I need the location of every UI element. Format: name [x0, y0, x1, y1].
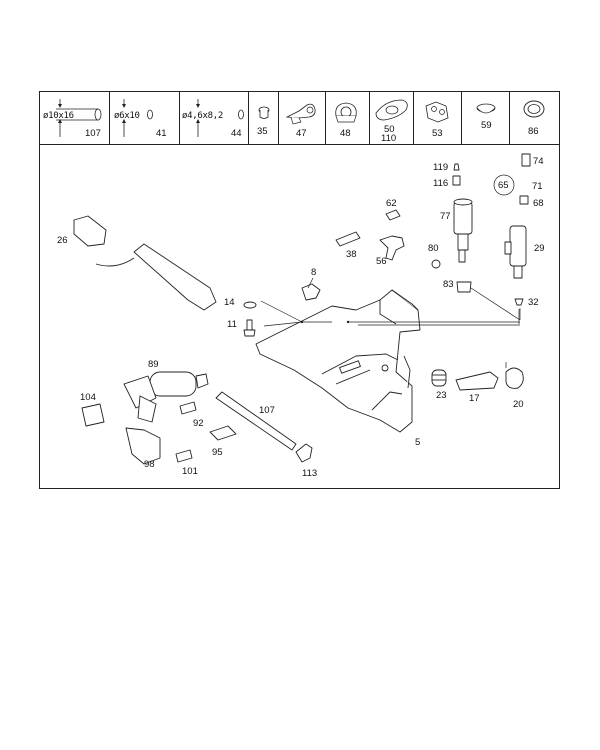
- callout-95: 95: [212, 447, 223, 458]
- part-119: [453, 163, 460, 171]
- cover-104: [81, 403, 105, 427]
- callout-89: 89: [148, 359, 159, 370]
- callout-104: 104: [80, 392, 96, 403]
- callout-98: 98: [144, 459, 155, 470]
- holder-clip-icon: [425, 101, 449, 123]
- hose-size-icon: [56, 99, 102, 137]
- strip-cell-41: ø6x10 41: [110, 92, 180, 144]
- hose-107: [215, 391, 297, 451]
- strip-cell-44: ø4,6x8,2 44: [180, 92, 249, 144]
- callout-56: 56: [376, 256, 387, 267]
- callout-80: 80: [428, 243, 439, 254]
- clip-95: [209, 425, 237, 441]
- t-connector-56: [379, 235, 405, 261]
- callout-65: 65: [498, 180, 509, 191]
- callout-77: 77: [440, 211, 451, 222]
- small-parts-strip: ø10x16 107 ø6x10 41: [40, 92, 559, 145]
- strip-cell-47: 47: [279, 92, 326, 144]
- part-number: 107: [85, 128, 101, 139]
- seal-80: [431, 259, 441, 269]
- callout-74: 74: [533, 156, 544, 167]
- callout-71: 71: [532, 181, 543, 192]
- hose-17: [455, 371, 499, 391]
- headlamp-washer-pump-89: [123, 371, 209, 423]
- washer-pump-29: [504, 225, 527, 279]
- part-116: [452, 175, 461, 186]
- dimension-label: ø4,6x8,2: [182, 111, 223, 121]
- seal-ring-20: [505, 367, 524, 389]
- callout-32: 32: [528, 297, 539, 308]
- callout-5: 5: [415, 437, 421, 448]
- screw-92: [179, 401, 197, 415]
- strip-cell-48: 48: [326, 92, 370, 144]
- callout-107: 107: [259, 405, 275, 416]
- strip-cell-86: 86: [510, 92, 559, 144]
- part-number: 44: [231, 128, 242, 139]
- strip-cell-35: 35: [249, 92, 279, 144]
- callout-29: 29: [534, 243, 545, 254]
- callout-23: 23: [436, 390, 447, 401]
- hose-clip-icon: [285, 103, 316, 125]
- headlamp-nozzle-arm-26: [73, 215, 217, 311]
- spring-23: [431, 369, 447, 387]
- callout-92: 92: [193, 418, 204, 429]
- part-number: 48: [340, 128, 351, 139]
- part-number: 59: [481, 120, 492, 131]
- part-number: 41: [156, 128, 167, 139]
- callout-11: 11: [227, 319, 237, 330]
- washer-system-exploded-view: [73, 153, 531, 465]
- sensor-74: [521, 153, 531, 167]
- callout-101: 101: [182, 466, 198, 477]
- part-number-alt: 110: [381, 133, 397, 144]
- connector-38: [335, 231, 361, 247]
- grommet-83: [456, 281, 472, 293]
- strip-cell-107: ø10x16 107: [40, 92, 110, 144]
- dimension-label: ø6x10: [114, 111, 140, 121]
- connector-62: [385, 209, 401, 221]
- part-number: 47: [296, 128, 307, 139]
- hose-clamp-icon: [335, 102, 357, 123]
- callout-113: 113: [302, 468, 318, 479]
- hose-size-icon: [122, 99, 153, 137]
- callout-20: 20: [513, 399, 524, 410]
- elbow-connector-113: [295, 443, 313, 463]
- part-number: 86: [528, 126, 539, 137]
- callout-62: 62: [386, 198, 397, 209]
- callout-14: 14: [224, 297, 235, 308]
- strip-cell-53: 53: [414, 92, 462, 144]
- strip-cell-59: 59: [462, 92, 510, 144]
- cable-tie-icon: [375, 99, 408, 121]
- washer-14: [243, 301, 257, 309]
- grommet-icon: [476, 103, 496, 114]
- callout-83: 83: [443, 279, 454, 290]
- bracket-98: [125, 427, 161, 465]
- callout-68: 68: [533, 198, 544, 209]
- washer-pump-77: [453, 198, 473, 263]
- callout-119: 119: [433, 162, 449, 173]
- part-number: 35: [257, 126, 268, 137]
- hose-size-icon: [196, 99, 244, 137]
- plug-icon: [258, 106, 270, 119]
- bracket-8: [301, 283, 321, 301]
- screw-11: [243, 319, 256, 337]
- callout-26: 26: [57, 235, 68, 246]
- grommet-32: [514, 298, 524, 306]
- part-number: 53: [432, 128, 443, 139]
- connector-68: [519, 195, 529, 205]
- callout-38: 38: [346, 249, 357, 260]
- part-number: 50: [384, 124, 395, 135]
- seal-ring-icon: [523, 100, 545, 118]
- parts-diagram-frame: ø10x16 107 ø6x10 41: [39, 91, 560, 489]
- callout-17: 17: [469, 393, 480, 404]
- strip-cell-50: 50 110: [370, 92, 414, 144]
- dimension-label: ø10x16: [43, 111, 74, 121]
- washer-fluid-reservoir: [255, 289, 421, 433]
- screw-101: [175, 449, 193, 463]
- callout-116: 116: [433, 178, 449, 189]
- callout-8: 8: [311, 267, 317, 278]
